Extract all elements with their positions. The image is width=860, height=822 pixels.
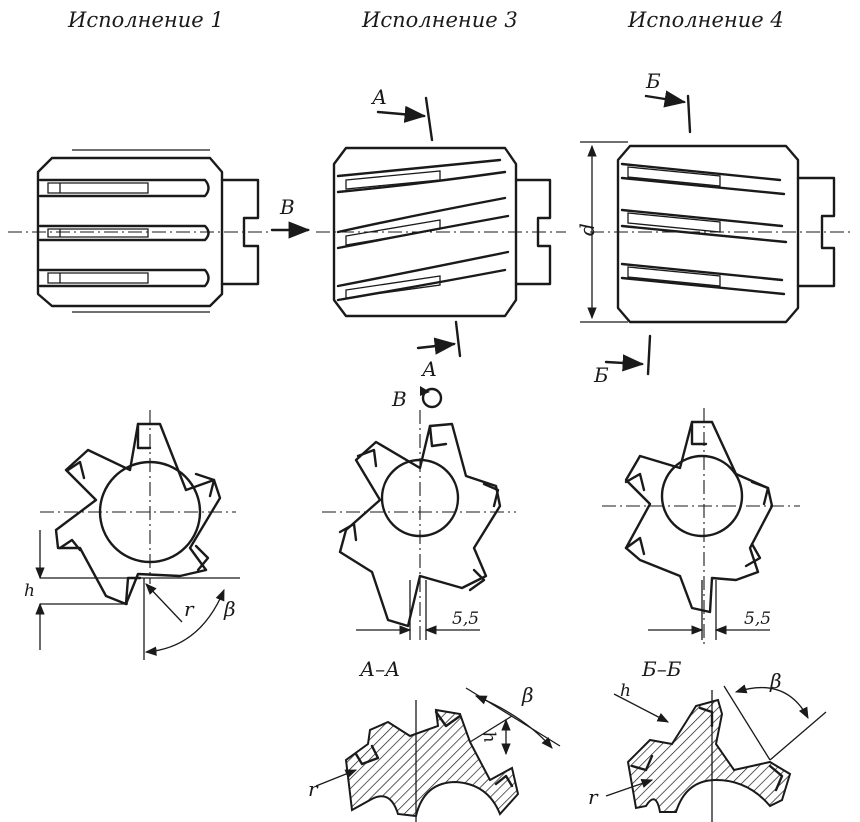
view-marker-label: В [391,387,407,411]
height-label: h [24,581,35,601]
section-b-bottom-label: Б [593,363,609,387]
diameter-label: d [575,223,599,236]
detail-b-r-label: r [588,785,599,809]
version-1-end-view: h r β [24,410,240,660]
version-4-side-view: d Б Б [575,69,852,387]
section-aa-title: А–А [358,657,400,681]
section-bb-detail: h β r [588,669,827,822]
dim-v4-label: 5,5 [744,609,771,629]
section-a-top-label: А [370,85,387,109]
detail-a-beta-label: β [521,683,534,707]
version-1-side-view [8,149,270,313]
header-version-4: Исполнение 4 [627,8,784,32]
header-version-3: Исполнение 3 [361,8,518,32]
version-4-end-view: 5,5 [602,408,800,644]
view-arrow-label: В [279,195,295,219]
version-3-end-view: 5,5 [322,410,516,640]
section-bb-title: Б–Б [641,657,682,681]
header-version-1: Исполнение 1 [67,8,224,32]
section-b-top-label: Б [645,69,661,93]
angle-label: β [223,597,236,621]
section-aa-detail: β h r [308,683,561,822]
view-direction-icon: В [391,386,443,411]
radius-label: r [184,597,195,621]
section-a-bottom-label: А [420,357,437,381]
detail-b-h-label: h [620,681,631,701]
detail-a-r-label: r [308,777,319,801]
dim-v3-label: 5,5 [452,609,479,629]
detail-a-h-label: h [478,730,500,744]
version-3-side-view: А А [316,85,566,381]
detail-b-beta-label: β [769,669,782,693]
view-arrow-b: В [270,195,311,239]
